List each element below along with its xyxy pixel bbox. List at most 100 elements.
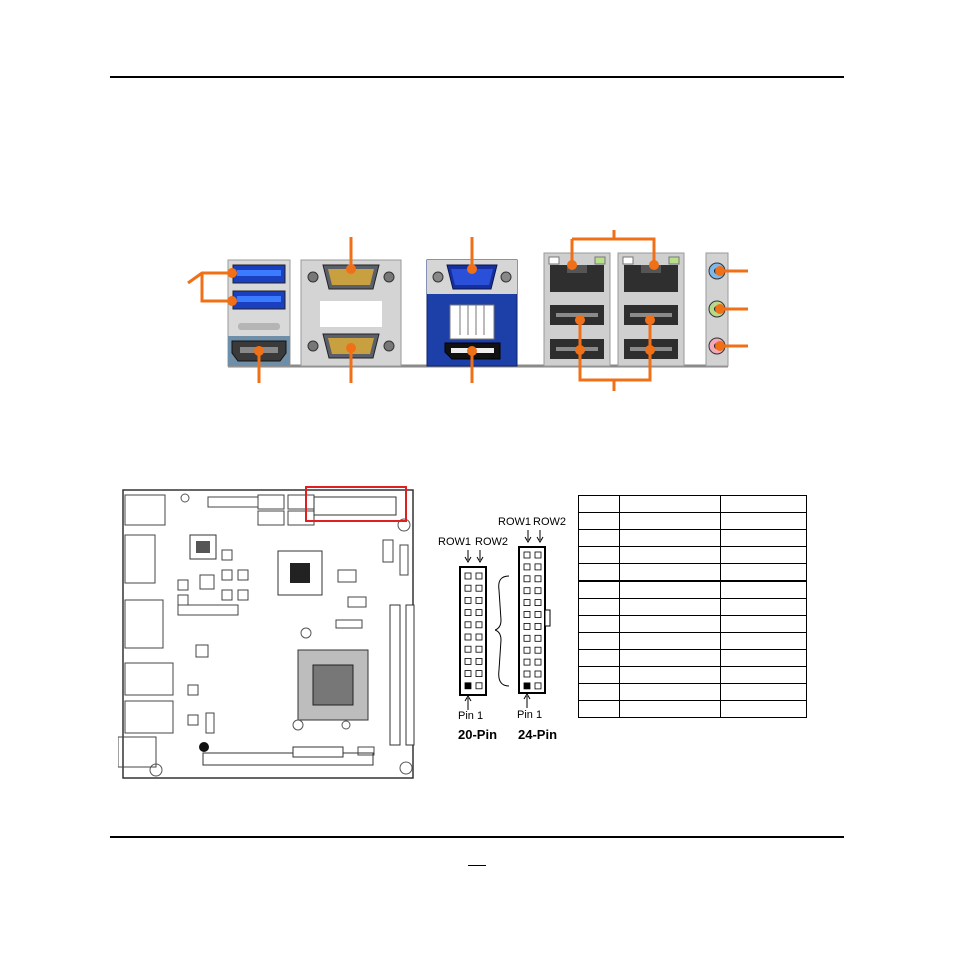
connector-20-pin: [459, 550, 487, 696]
table-cell: [619, 700, 721, 718]
motherboard-layout-diagram: [118, 486, 415, 779]
table-row: [578, 495, 807, 513]
pin: [534, 670, 542, 678]
table-cell: [619, 683, 721, 701]
pin: [534, 563, 542, 571]
table-cell: [720, 580, 807, 599]
table-cell: [720, 529, 807, 547]
table-cell: [720, 615, 807, 633]
pin-definition-table: [578, 495, 807, 718]
table-cell: [720, 512, 807, 530]
table-cell: [619, 546, 721, 564]
table-row: [578, 700, 807, 718]
table-cell: [578, 683, 620, 701]
table-cell: [578, 700, 620, 718]
pin: [534, 587, 542, 595]
pin: [475, 645, 483, 653]
table-cell: [720, 700, 807, 718]
row2-label-20: ROW2: [475, 536, 508, 548]
table-cell: [578, 546, 620, 564]
pin: [464, 597, 472, 604]
table-cell: [578, 580, 620, 599]
pin: [523, 551, 531, 559]
table-cell: [619, 580, 721, 599]
table-cell: [578, 563, 620, 582]
table-cell: [619, 649, 721, 667]
callout-lines: [187, 230, 748, 391]
pin: [464, 633, 472, 641]
table-cell: [619, 529, 721, 547]
table-cell: [720, 598, 807, 616]
table-row: [578, 529, 807, 547]
pin1-arrow-24: [523, 694, 531, 708]
table-row: [578, 615, 807, 633]
pin: [464, 621, 472, 629]
usb3-port-icon: [232, 264, 286, 284]
vga-port-icon: [432, 264, 512, 290]
pin: [534, 682, 542, 690]
pin: [523, 587, 531, 595]
pin: [534, 623, 542, 630]
pin: [534, 599, 542, 606]
pin1-arrow-20: [464, 696, 472, 710]
pin-1: [523, 682, 531, 690]
table-cell: [619, 512, 721, 530]
table-row: [578, 546, 807, 564]
pin: [534, 658, 542, 666]
row2-label-24: ROW2: [533, 516, 566, 528]
rear-io-panel-diagram: [187, 230, 748, 391]
pin: [475, 670, 483, 677]
table-row: [578, 649, 807, 667]
table-cell: [720, 632, 807, 650]
connector-24-pin: [495, 530, 551, 694]
pin: [464, 645, 472, 653]
pin24-label: 24-Pin: [518, 727, 558, 742]
table-cell: [578, 649, 620, 667]
table-cell: [578, 495, 620, 513]
rj45-port-icon: [624, 265, 678, 292]
table-cell: [578, 632, 620, 650]
footer-rule: [110, 836, 844, 838]
page-number: [468, 855, 486, 866]
pin: [475, 572, 483, 580]
pin: [523, 575, 531, 583]
atx-power-highlight: [305, 486, 407, 522]
pin: [534, 575, 542, 583]
pin: [475, 633, 483, 641]
pin: [464, 670, 472, 677]
pin: [523, 670, 531, 678]
pin: [523, 658, 531, 666]
serial-port-icon: [307, 264, 395, 290]
table-cell: [619, 666, 721, 684]
row1-label-20: ROW1: [438, 536, 471, 548]
table-cell: [578, 529, 620, 547]
pin: [534, 551, 542, 559]
pin: [475, 597, 483, 604]
table-cell: [720, 649, 807, 667]
header-rule: [110, 76, 844, 78]
usb3-port-icon: [232, 290, 286, 310]
pin: [475, 584, 483, 592]
table-cell: [619, 563, 721, 582]
table-cell: [720, 666, 807, 684]
table-cell: [578, 615, 620, 633]
table-cell: [619, 615, 721, 633]
row1-label-24: ROW1: [498, 516, 531, 528]
pin: [464, 572, 472, 580]
table-cell: [578, 512, 620, 530]
pin: [475, 621, 483, 629]
rj45-port-icon: [550, 265, 604, 292]
pin: [523, 634, 531, 642]
table-cell: [578, 598, 620, 616]
usb-port-icon: [624, 305, 678, 325]
table-cell: [720, 546, 807, 564]
table-row: [578, 512, 807, 530]
usb-port-icon: [550, 305, 604, 325]
pin: [523, 611, 531, 618]
table-row: [578, 632, 807, 650]
pin: [475, 682, 483, 690]
table-row: [578, 563, 807, 582]
table-cell: [578, 666, 620, 684]
pin: [534, 634, 542, 642]
pin1-label-20: Pin 1: [458, 710, 484, 722]
